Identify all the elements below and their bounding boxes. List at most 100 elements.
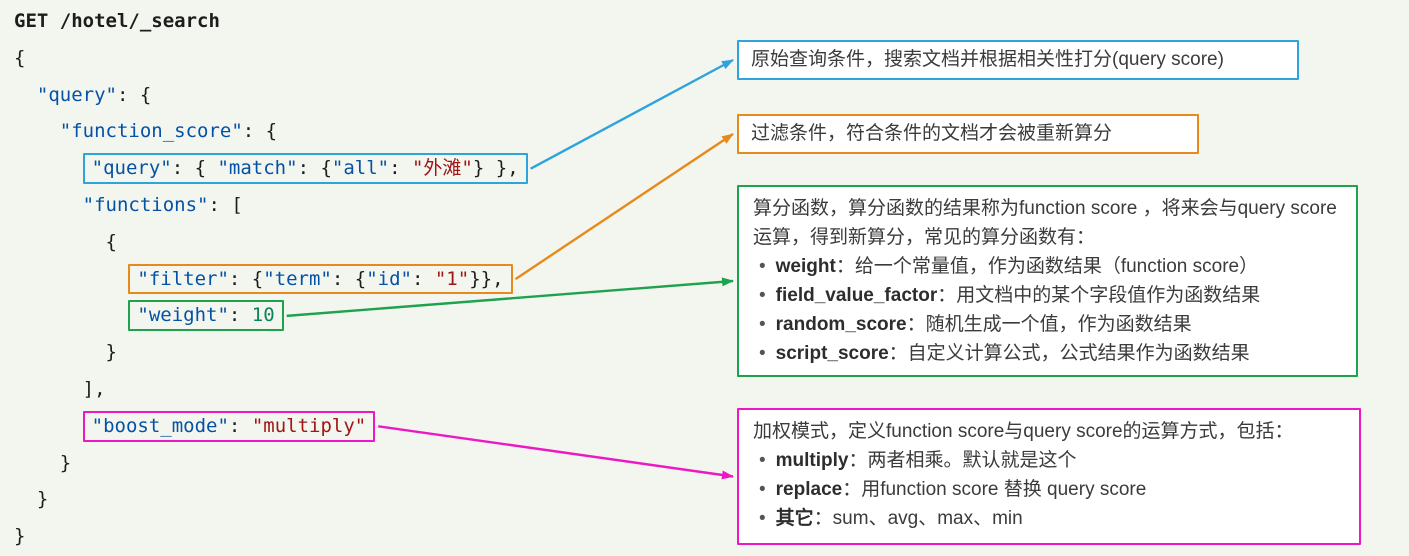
bullet-item: •weight：给一个常量值，作为函数结果（function score） — [753, 252, 1342, 281]
highlight-box-weight: "weight": 10 — [128, 300, 284, 332]
annotation-intro: 算分函数，算分函数的结果称为function score ，将来会与query … — [753, 198, 1337, 248]
code-token: }}, — [469, 267, 504, 290]
highlight-box-filter: "filter": {"term": {"id": "1"}}, — [128, 263, 513, 295]
bullet-item: • multiply：两者相乘。默认就是这个 — [753, 446, 1345, 475]
bullet-item: • field_value_factor：用文档中的某个字段值作为函数结果 — [753, 281, 1342, 310]
code-token: } — [105, 341, 117, 364]
bullet-icon: • — [759, 256, 766, 277]
code-line: "query": { — [14, 77, 528, 114]
annotation-query-score: 原始查询条件，搜索文档并根据相关性打分(query score) — [737, 40, 1299, 80]
annotation-boost-mode: 加权模式，定义function score与query score的运算方式，包… — [737, 408, 1361, 545]
code-token: "query" — [36, 83, 117, 106]
code-token: "match" — [217, 157, 298, 180]
code-token: "term" — [263, 267, 332, 290]
bullet-term: script_score — [775, 343, 889, 364]
code-indent — [14, 157, 83, 179]
code-token: } }, — [472, 157, 519, 180]
code-line: "query": { "match": {"all": "外滩"} }, — [14, 150, 528, 187]
annotation-text: 过滤条件，符合条件的文档才会被重新算分 — [751, 123, 1113, 144]
code-token: "weight" — [137, 304, 229, 327]
bullet-icon: • — [759, 450, 766, 471]
code-indent — [14, 194, 83, 216]
bullet-term: field_value_factor — [775, 285, 938, 306]
annotation-filter: 过滤条件，符合条件的文档才会被重新算分 — [737, 114, 1199, 154]
code-indent — [14, 415, 83, 437]
code-token: } — [36, 488, 49, 511]
code-token: : [ — [208, 193, 243, 216]
connector-arrow-orange — [514, 133, 734, 281]
code-token: "filter" — [137, 267, 229, 290]
code-token: : { — [171, 157, 218, 180]
annotation-intro: 加权模式，定义function score与query score的运算方式，包… — [753, 421, 1294, 442]
code-indent — [14, 84, 37, 106]
code-line: { — [14, 224, 528, 261]
code-token: "query" — [91, 157, 172, 180]
code-line: { — [14, 40, 528, 77]
code-token: { — [105, 230, 117, 253]
bullet-desc: ：两者相乘。默认就是这个 — [848, 450, 1077, 471]
code-token: } — [14, 525, 26, 548]
bullet-term: replace — [775, 479, 843, 500]
code-token: "1" — [434, 267, 470, 290]
code-token: "function_score" — [59, 120, 243, 143]
code-indent — [14, 488, 37, 510]
bullet-term: weight — [775, 256, 836, 277]
code-indent — [14, 120, 60, 142]
bullet-desc: ：用文档中的某个字段值作为函数结果 — [937, 285, 1261, 306]
code-token: } — [59, 451, 72, 474]
code-line: "filter": {"term": {"id": "1"}}, — [14, 261, 528, 298]
code-token: { — [14, 46, 26, 69]
code-token: GET /hotel/_search — [14, 10, 220, 32]
code-block: GET /hotel/_search { "query": { "functio… — [14, 3, 528, 555]
code-line: } — [14, 445, 528, 482]
code-token: : — [228, 304, 252, 327]
bullet-icon: • — [759, 314, 766, 335]
code-indent — [14, 304, 128, 326]
code-token: "multiply" — [251, 414, 367, 437]
highlight-box-boost-mode: "boost_mode": "multiply" — [82, 410, 376, 442]
code-token: : { — [228, 267, 264, 290]
bullet-term: 其它 — [775, 508, 814, 529]
code-token: : { — [116, 83, 152, 106]
code-token: : — [228, 414, 252, 437]
bullet-icon: • — [759, 479, 766, 500]
bullet-item: •其它：sum、avg、max、min — [753, 504, 1345, 533]
bullet-desc: ：用function score 替换 query score — [842, 479, 1147, 500]
code-line: "boost_mode": "multiply" — [14, 408, 528, 445]
bullet-item: • script_score：自定义计算公式，公式结果作为函数结果 — [753, 339, 1342, 368]
code-indent — [14, 231, 106, 253]
bullet-icon: • — [759, 343, 766, 364]
code-token: : — [389, 157, 412, 180]
bullet-item: • random_score：随机生成一个值，作为函数结果 — [753, 310, 1342, 339]
code-line: "function_score": { — [14, 113, 528, 150]
highlight-box-query: "query": { "match": {"all": "外滩"} }, — [82, 153, 528, 185]
bullet-icon: • — [759, 285, 766, 306]
connector-arrow-blue — [530, 58, 734, 170]
code-line: GET /hotel/_search — [14, 3, 528, 40]
code-token: 10 — [251, 304, 275, 327]
bullet-desc: ：随机生成一个值，作为函数结果 — [906, 314, 1192, 335]
bullet-term: multiply — [775, 450, 849, 471]
code-line: } — [14, 481, 528, 518]
code-token: "all" — [331, 157, 390, 180]
bullet-desc: ：自定义计算公式，公式结果作为函数结果 — [888, 343, 1250, 364]
annotation-text: 原始查询条件，搜索文档并根据相关性打分(query score) — [751, 49, 1224, 70]
code-line: "functions": [ — [14, 187, 528, 224]
code-token: : — [411, 267, 435, 290]
annotation-functions: 算分函数，算分函数的结果称为function score ，将来会与query … — [737, 185, 1358, 377]
code-indent — [14, 452, 60, 474]
code-token: "外滩" — [411, 157, 473, 180]
code-token: : { — [297, 157, 332, 180]
code-token: : { — [331, 267, 367, 290]
code-token: ], — [82, 377, 106, 400]
code-token: "id" — [366, 267, 412, 290]
code-line: ], — [14, 371, 528, 408]
code-line: } — [14, 334, 528, 371]
bullet-icon: • — [759, 508, 766, 529]
code-line: } — [14, 518, 528, 555]
code-indent — [14, 268, 128, 290]
code-token: : { — [242, 120, 278, 143]
bullet-term: random_score — [775, 314, 907, 335]
code-indent — [14, 341, 106, 363]
